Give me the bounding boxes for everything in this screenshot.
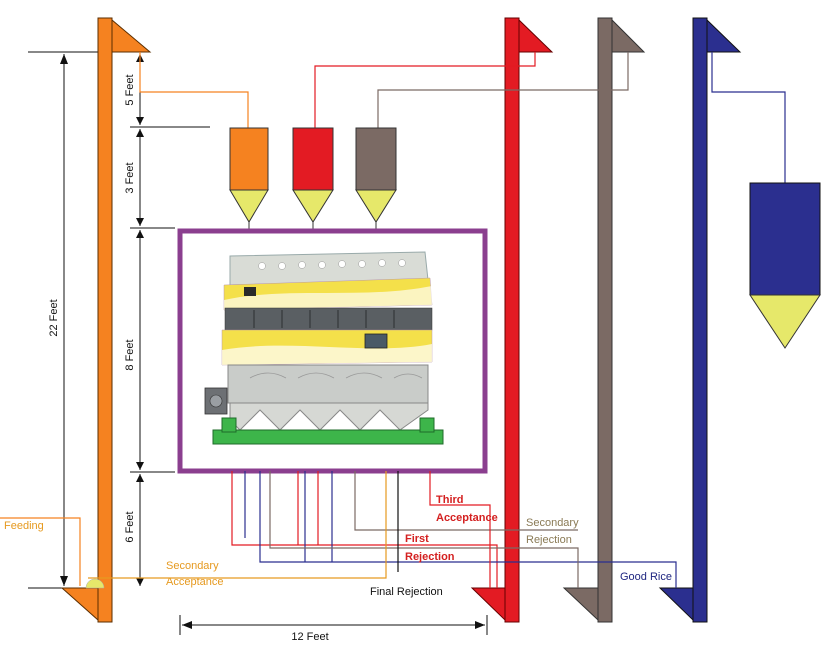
dimension-lines	[28, 51, 488, 635]
good-rice-storage-bin	[749, 182, 821, 349]
total-height-label: 22 Feet	[48, 299, 60, 336]
orange-hopper	[229, 127, 269, 240]
brown-hopper	[355, 127, 397, 240]
bottom-gap-label: 6 Feet	[124, 511, 136, 542]
good-rice-label: Good Rice	[620, 571, 672, 583]
red-hopper	[292, 127, 334, 240]
secondary-acceptance-label-line2: Acceptance	[166, 576, 223, 588]
feeding-label: Feeding	[4, 520, 44, 532]
blue-elevator	[658, 17, 742, 623]
third-acceptance-label-line2: Acceptance	[436, 512, 498, 524]
dimension-arrowheads	[60, 54, 485, 629]
top-gap-label: 5 Feet	[124, 74, 136, 105]
secondary-rejection-label-line2: Rejection	[526, 534, 572, 546]
hopper-height-label: 3 Feet	[124, 162, 136, 193]
output-lines	[0, 471, 677, 588]
color-sorter-machine	[204, 251, 444, 445]
first-rejection-label-line2: Rejection	[405, 551, 455, 563]
final-rejection-label: Final Rejection	[370, 586, 443, 598]
red-elevator	[470, 17, 554, 623]
third-acceptance-label-line1: Third	[436, 494, 464, 506]
width-label: 12 Feet	[291, 631, 328, 643]
feed-lines	[139, 52, 786, 183]
first-rejection-label-line1: First	[405, 533, 429, 545]
secondary-acceptance-label-line1: Secondary	[166, 560, 219, 572]
brown-elevator	[562, 17, 646, 623]
machine-height-label: 8 Feet	[124, 339, 136, 370]
orange-elevator	[60, 17, 152, 623]
secondary-rejection-label-line1: Secondary	[526, 517, 579, 529]
